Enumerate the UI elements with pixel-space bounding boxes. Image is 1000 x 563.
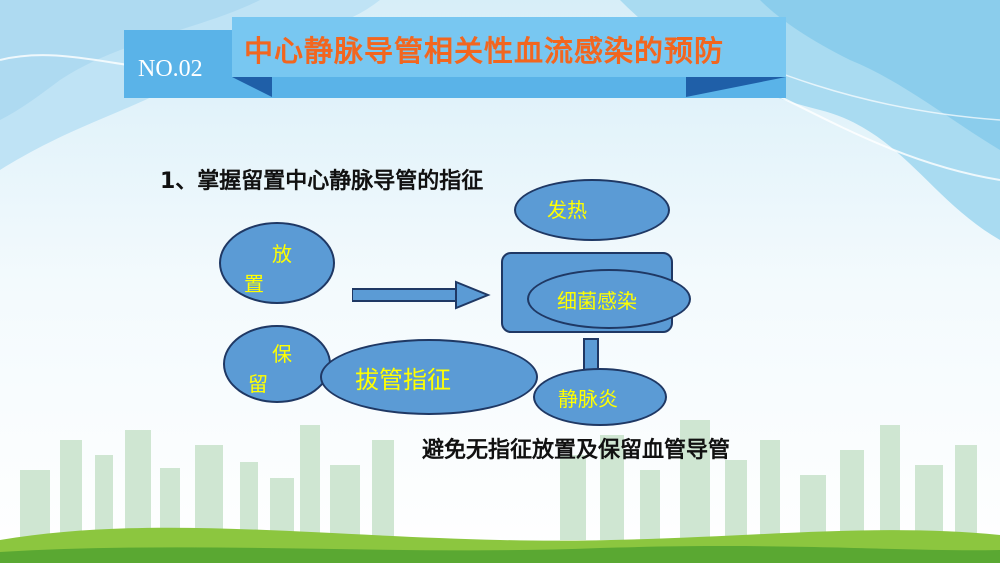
node-bacterial-infection-label: 细菌感染 xyxy=(557,289,637,313)
node-place-char2: 置 xyxy=(244,272,264,296)
page-title: 中心静脉导管相关性血流感染的预防 xyxy=(244,34,725,68)
node-phlebitis-label: 静脉炎 xyxy=(558,387,618,411)
right-arrow-icon xyxy=(352,280,491,310)
node-bacterial-infection xyxy=(527,269,691,329)
node-phlebitis xyxy=(533,368,667,426)
caption: 避免无指征放置及保留血管导管 xyxy=(422,438,731,463)
node-place-char1: 放 xyxy=(272,242,292,266)
banner-fold-left xyxy=(232,77,272,97)
node-retain xyxy=(223,325,331,403)
section-number: NO.02 xyxy=(138,56,203,82)
node-retain-char1: 保 xyxy=(272,342,292,366)
title-box xyxy=(232,17,786,77)
node-place xyxy=(219,222,335,304)
section-heading: 1、掌握留置中心静脉导管的指征 xyxy=(160,169,484,194)
banner-fold-right xyxy=(686,77,786,97)
node-fever-label: 发热 xyxy=(547,198,587,222)
node-retain-char2: 留 xyxy=(248,372,268,396)
node-removal xyxy=(320,339,538,415)
node-removal-label: 拔管指征 xyxy=(355,366,451,394)
node-fever xyxy=(514,179,670,241)
